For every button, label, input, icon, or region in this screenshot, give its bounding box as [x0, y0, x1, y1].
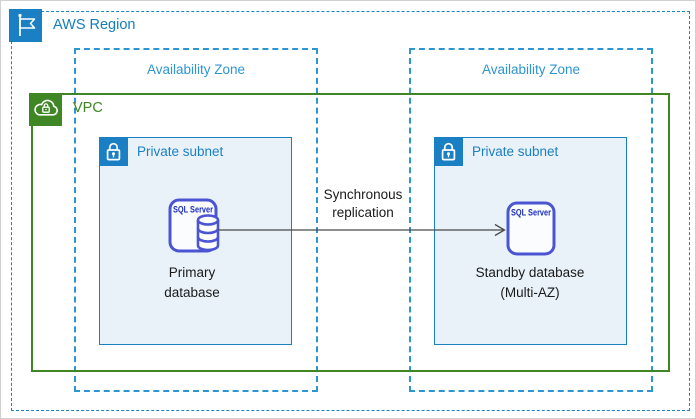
private-subnet-2-lock-icon [433, 136, 463, 166]
standby-database-label: Standby database (Multi-AZ) [475, 265, 585, 300]
availability-zone-2-label: Availability Zone [481, 62, 581, 77]
aws-region-boundary [11, 11, 690, 411]
primary-database-label: Primary database [164, 265, 220, 300]
sql-server-icon: SQL Server [506, 201, 556, 256]
availability-zone-2: Availability Zone [409, 48, 653, 392]
sql-server-database-icon: SQL Server [168, 198, 220, 253]
private-subnet-2-label: Private subnet [472, 144, 559, 159]
svg-text:SQL Server: SQL Server [173, 205, 213, 215]
replication-arrow [218, 223, 506, 237]
standby-database-node: SQL Server [499, 200, 569, 265]
replication-label: Synchronous replication [323, 187, 403, 220]
availability-zone-1-label: Availability Zone [146, 62, 246, 77]
vpc-boundary [31, 93, 670, 372]
aws-region-label: AWS Region [53, 17, 136, 33]
primary-database-node: SQL Server [161, 197, 231, 262]
vpc-cloud-lock-icon [29, 93, 62, 126]
svg-text:SQL Server: SQL Server [511, 208, 551, 218]
availability-zone-1: Availability Zone [74, 48, 318, 392]
private-subnet-1-lock-icon [98, 136, 128, 166]
aws-region-flag-icon [9, 9, 42, 42]
vpc-label: VPC [73, 100, 103, 116]
private-subnet-1-label: Private subnet [137, 144, 224, 159]
